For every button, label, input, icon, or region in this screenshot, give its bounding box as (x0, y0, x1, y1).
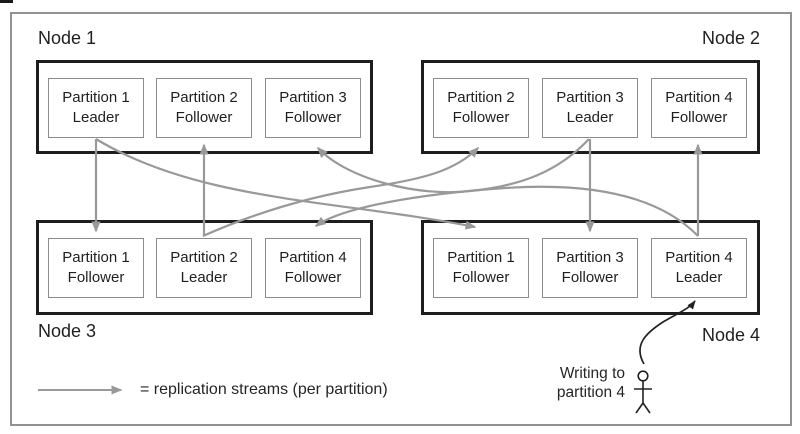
partition-3-follower-node4: Partition 3 Follower (542, 238, 638, 298)
partition-role: Leader (180, 269, 228, 286)
partition-name: Partition 1 (447, 249, 515, 267)
partition-role: Leader (72, 109, 120, 126)
writing-annotation: Writing to partition 4 (537, 365, 625, 403)
node-3-label: Node 3 (38, 321, 97, 341)
partition-role: Follower (452, 109, 510, 126)
partition-name: Partition 4 (279, 249, 347, 267)
partition-role: Follower (67, 269, 125, 286)
partition-name: Partition 2 (447, 89, 515, 107)
partition-role: Follower (284, 269, 342, 286)
partition-4-follower-node2: Partition 4 Follower (651, 78, 747, 138)
partition-role: Follower (175, 109, 233, 126)
partition-1-follower-node4: Partition 1 Follower (433, 238, 529, 298)
partition-name: Partition 3 (279, 89, 347, 107)
partition-4-leader-node4: Partition 4 Leader (651, 238, 747, 298)
writing-annotation-line2: partition 4 (556, 383, 625, 401)
partition-name: Partition 4 (665, 249, 733, 267)
partition-2-follower-node1: Partition 2 Follower (156, 78, 252, 138)
partition-name: Partition 3 (556, 89, 624, 107)
partition-role: Follower (670, 109, 728, 126)
partition-role: Follower (284, 109, 342, 126)
diagram-border (10, 12, 792, 426)
partition-name: Partition 2 (170, 89, 238, 107)
partition-name: Partition 3 (556, 249, 624, 267)
partition-1-follower-node3: Partition 1 Follower (48, 238, 144, 298)
partition-1-leader-node1: Partition 1 Leader (48, 78, 144, 138)
partition-name: Partition 4 (665, 89, 733, 107)
partition-role: Follower (452, 269, 510, 286)
partition-name: Partition 1 (62, 89, 130, 107)
partition-name: Partition 2 (170, 249, 238, 267)
scan-artifact (0, 0, 13, 3)
partition-name: Partition 1 (62, 249, 130, 267)
partition-3-leader-node2: Partition 3 Leader (542, 78, 638, 138)
node-2-label: Node 2 (701, 28, 760, 48)
partition-4-follower-node3: Partition 4 Follower (265, 238, 361, 298)
partition-2-leader-node3: Partition 2 Leader (156, 238, 252, 298)
partition-3-follower-node1: Partition 3 Follower (265, 78, 361, 138)
partition-role: Leader (675, 269, 723, 286)
partition-2-follower-node2: Partition 2 Follower (433, 78, 529, 138)
node-4-label: Node 4 (701, 325, 760, 345)
node-1-label: Node 1 (38, 28, 97, 48)
partition-role: Leader (566, 109, 614, 126)
writing-annotation-line1: Writing to (559, 365, 625, 382)
legend-label: = replication streams (per partition) (140, 381, 388, 398)
partition-role: Follower (561, 269, 619, 286)
